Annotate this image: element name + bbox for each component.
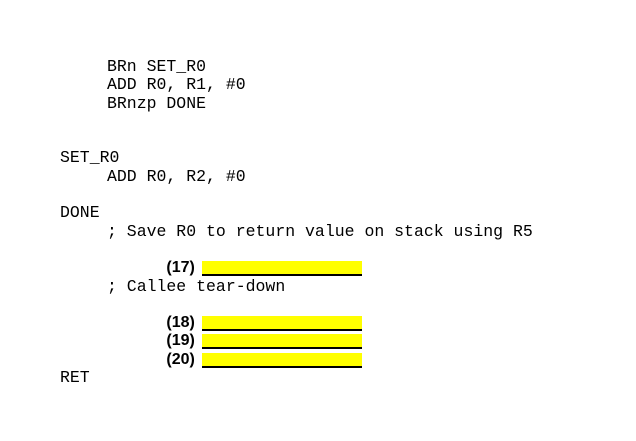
asm-instruction-brnzp: BRnzp DONE	[107, 93, 207, 113]
empty-line	[0, 113, 533, 131]
asm-label-done: DONE	[60, 203, 100, 223]
answer-number-18: (18)	[166, 314, 195, 332]
answer-number-19: (19)	[166, 332, 195, 350]
asm-instruction-brn: BRn SET_R0	[107, 57, 207, 76]
answer-number-17: (17)	[166, 259, 195, 277]
asm-label-ret: RET	[60, 368, 90, 388]
answer-line-18: (18)	[0, 296, 533, 332]
answer-blank-field-18[interactable]	[201, 316, 362, 332]
asm-instruction-add-r1: ADD R0, R1, #0	[107, 75, 246, 95]
answer-line-20: (20)	[0, 332, 533, 368]
comment-callee-teardown: ; Callee tear-down	[107, 276, 286, 296]
answer-blank-field-20[interactable]	[201, 352, 362, 368]
answer-blank-field-17[interactable]	[201, 261, 362, 277]
answer-line-17: (17)	[0, 241, 533, 277]
comment-save-r0: ; Save R0 to return value on stack using…	[107, 221, 533, 241]
answer-blank-field-19[interactable]	[201, 334, 362, 350]
assembly-worksheet: BRn SET_R0 ADD R0, R1, #0 BRnzp DONE SET…	[0, 57, 533, 388]
empty-line	[0, 131, 533, 149]
answer-line-19: (19)	[0, 314, 533, 350]
answer-number-20: (20)	[166, 350, 195, 368]
empty-line	[0, 186, 533, 204]
asm-instruction-add-r2: ADD R0, R2, #0	[107, 166, 246, 186]
asm-label-set-r0: SET_R0	[60, 148, 120, 168]
